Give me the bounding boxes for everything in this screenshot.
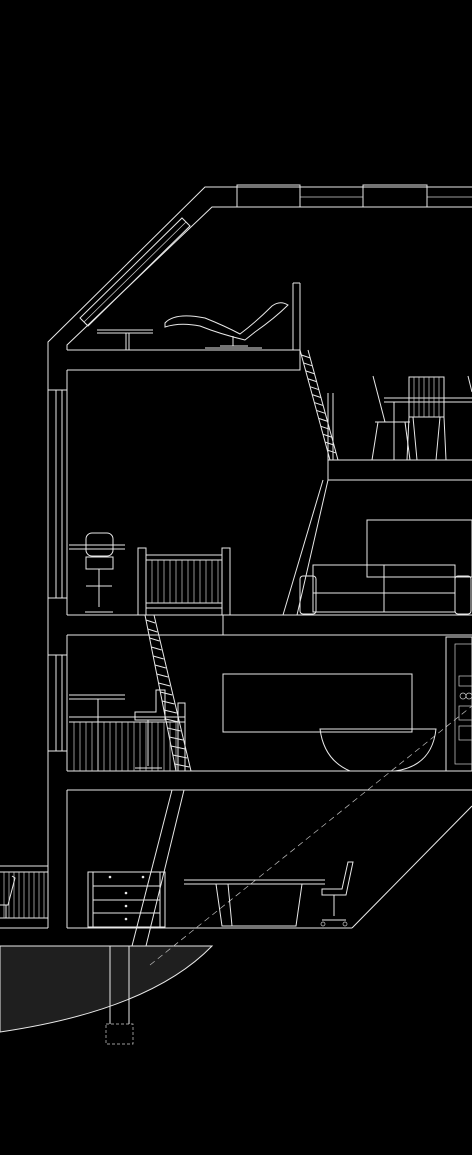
railing-ground: [69, 702, 186, 772]
counter: [69, 694, 125, 771]
desk: [184, 879, 325, 927]
sofa: [299, 564, 472, 615]
stair-tread: [174, 763, 190, 768]
stair-tread: [147, 628, 158, 633]
roof-outer: [47, 186, 472, 928]
skylight: [79, 217, 191, 327]
roof-window-1: [236, 184, 301, 208]
stair-tread: [301, 354, 311, 359]
stair-tread: [167, 727, 181, 732]
dashed-line: [149, 705, 472, 966]
foundation-pile: [105, 1023, 134, 1045]
stair-tread: [163, 709, 177, 714]
building-shell: [47, 184, 472, 929]
stair-tread: [322, 433, 333, 438]
stair-tread: [153, 655, 164, 660]
mezzanine-slab: [327, 459, 472, 481]
roof-window-2: [362, 184, 428, 208]
dining-chair-left: [371, 375, 411, 461]
dining-chair-center: [406, 376, 447, 461]
roof-inner: [66, 206, 472, 350]
stair-tread: [145, 619, 156, 624]
stair-tread: [161, 700, 175, 705]
office-chair: [320, 861, 354, 927]
ground-floor-slab: [67, 770, 472, 791]
stair-tread: [309, 386, 320, 391]
stair-tread: [307, 378, 318, 383]
stair-tread: [327, 449, 337, 454]
tv-screen: [366, 519, 472, 578]
stair-tread: [158, 682, 171, 687]
wall-window-mid: [55, 654, 63, 752]
crib: [137, 547, 231, 616]
stair-basement: [131, 789, 185, 947]
stair-tread: [156, 673, 169, 678]
stair-attic: [299, 349, 339, 461]
first-floor-slab: [67, 614, 472, 636]
kitchen-hood: [222, 673, 413, 733]
wall-window-upper: [55, 389, 63, 599]
stair-tread: [320, 425, 330, 430]
fridge-cabinet: [445, 636, 472, 772]
stair-tread: [154, 664, 166, 669]
stair-tread: [303, 362, 313, 367]
dining-table: [384, 397, 472, 460]
ground-mass: [0, 945, 214, 1033]
bar-stool-upper: [69, 532, 125, 613]
stair-tread: [160, 691, 173, 696]
porch-chair: [0, 875, 16, 906]
kitchen-island-basin: [319, 728, 437, 772]
stair-tread: [318, 417, 328, 422]
attic-table: [97, 329, 153, 351]
dining-chair-right: [467, 375, 472, 393]
stair-tread: [305, 370, 315, 375]
porch: [0, 865, 48, 929]
stair-tread: [151, 646, 162, 651]
chest-of-drawers: [87, 871, 166, 928]
lounge-chair: [164, 302, 289, 349]
stair-tread: [316, 409, 326, 414]
stair-tread: [314, 402, 324, 407]
ground: [0, 945, 214, 1045]
stair-tread: [312, 394, 322, 399]
bar-stool-ground: [134, 689, 166, 769]
attic-floor: [67, 349, 301, 371]
stair-tread: [149, 637, 160, 642]
stair-tread: [324, 441, 335, 446]
